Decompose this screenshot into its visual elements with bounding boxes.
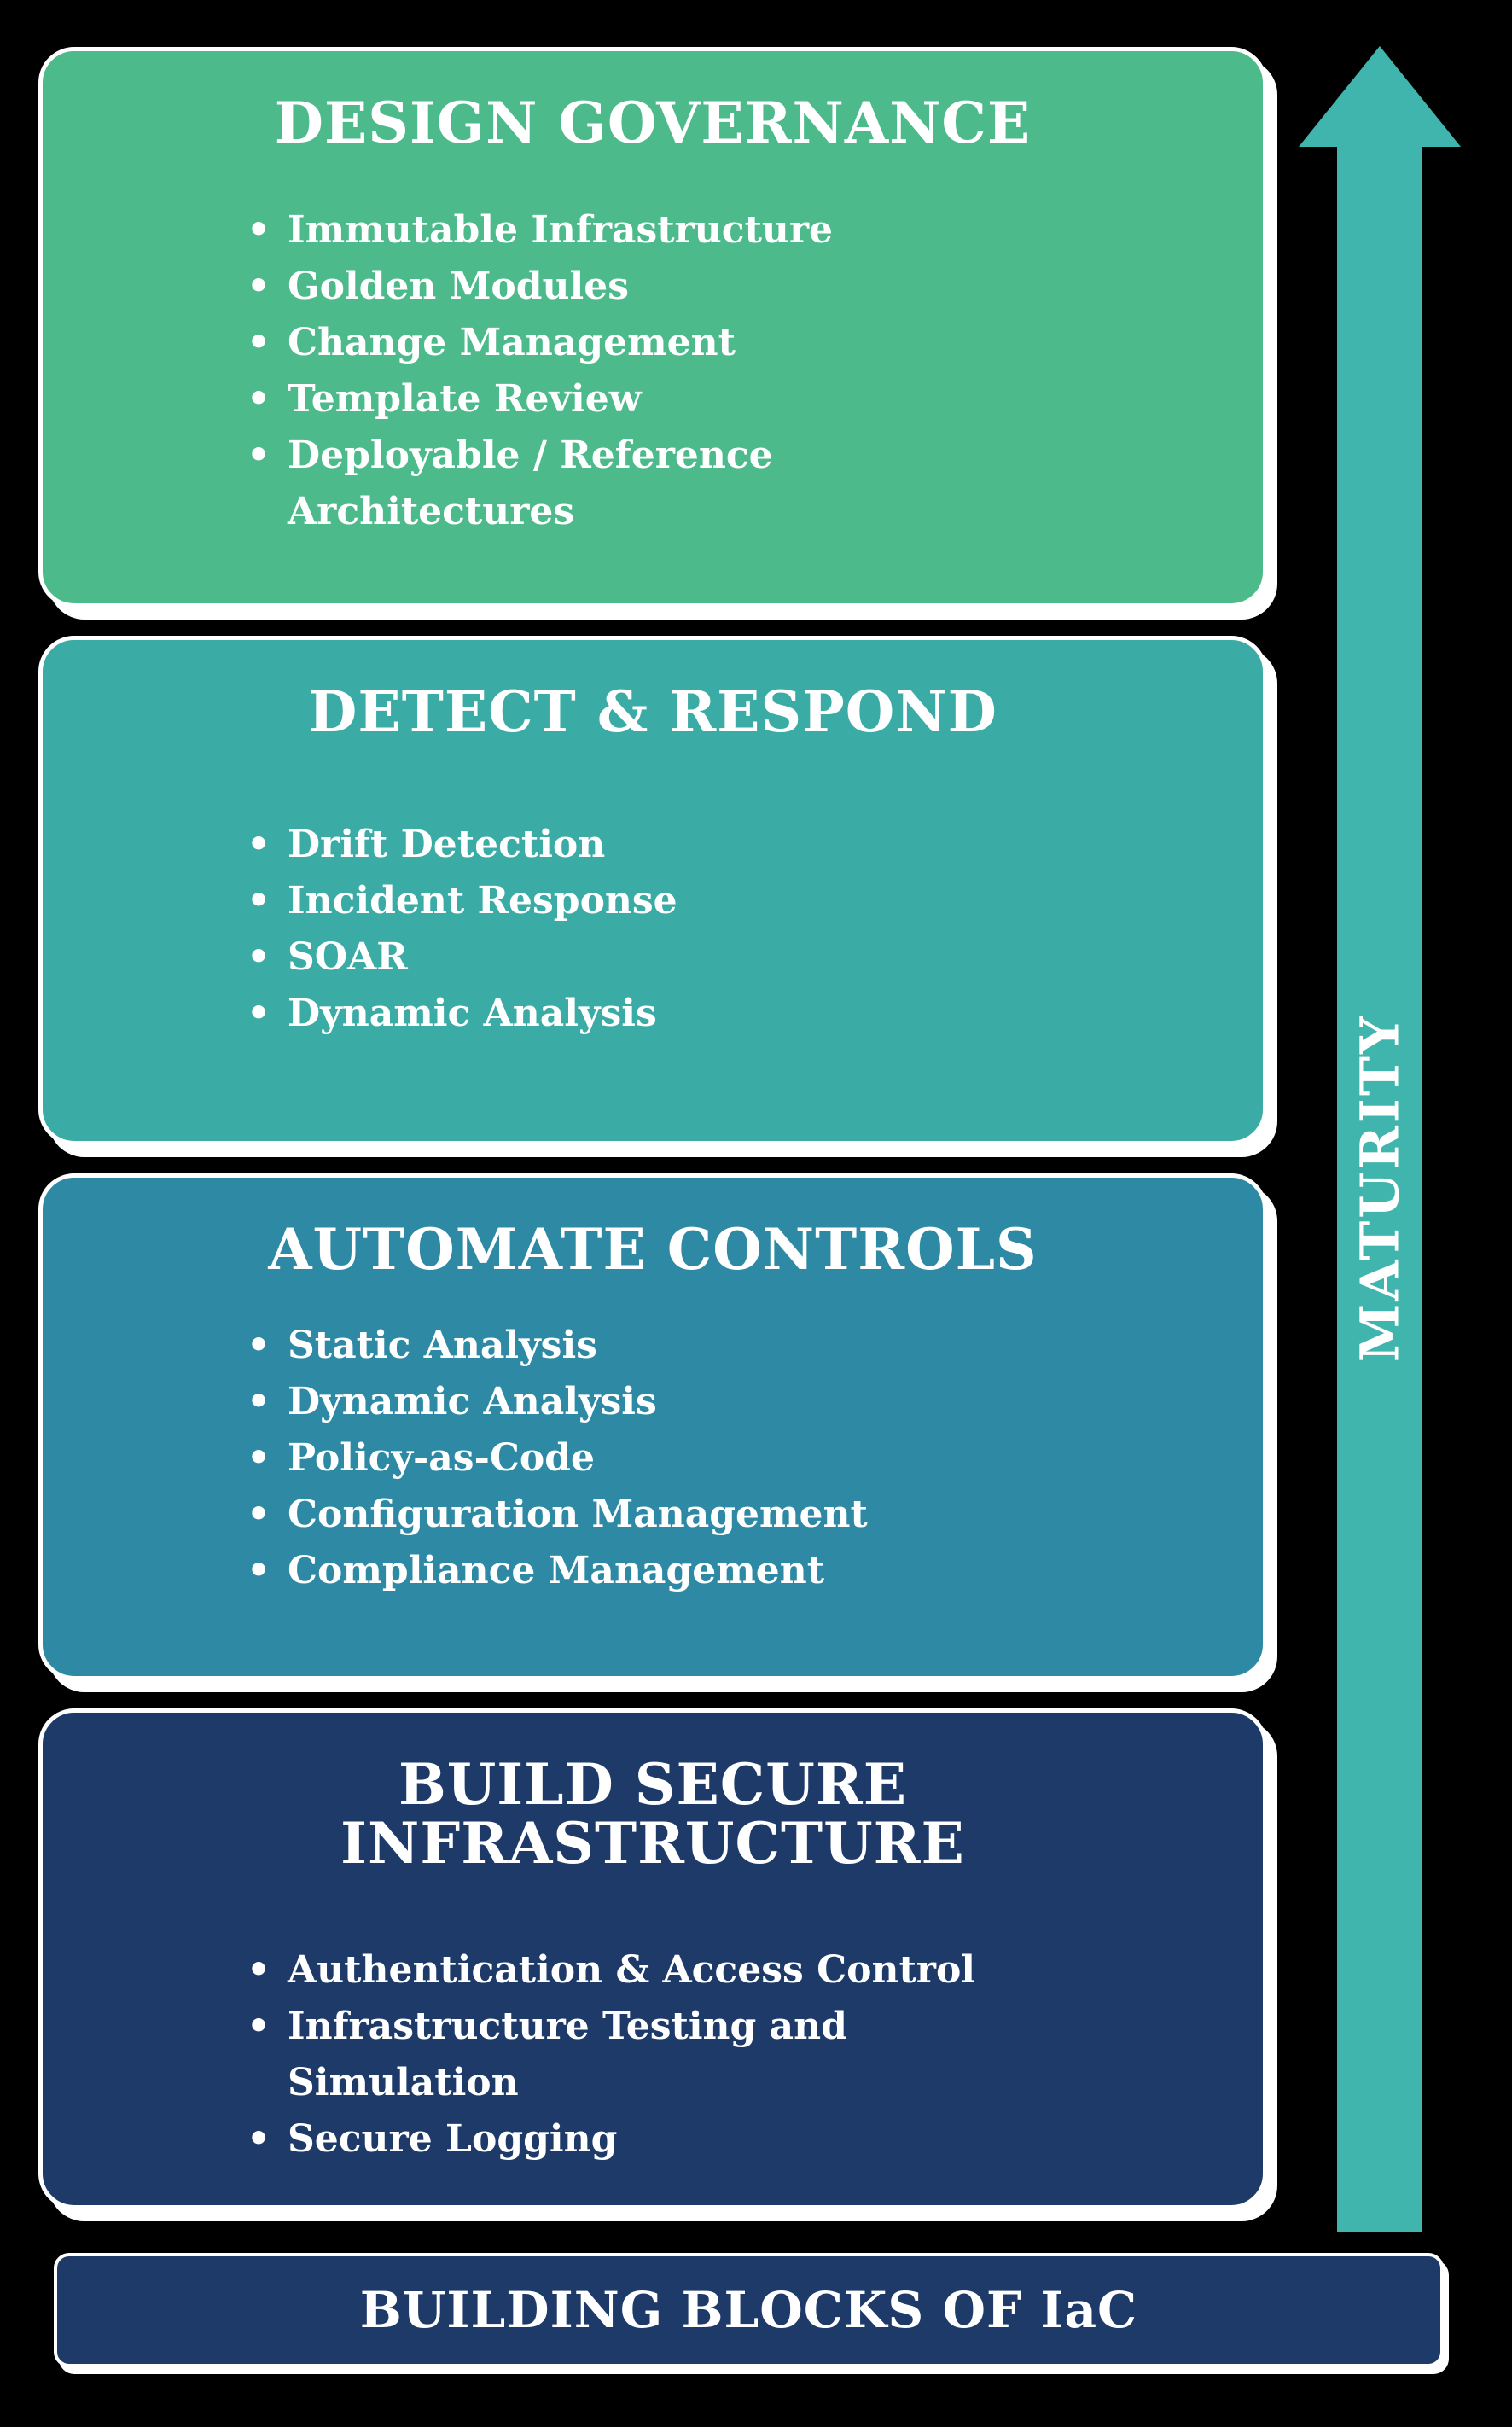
card-title-design-governance: DESIGN GOVERNANCE [274, 90, 1032, 156]
maturity-arrow-shaft: MATURITY [1337, 143, 1422, 2232]
maturity-axis-label: MATURITY [1348, 1013, 1411, 1363]
bullet-item: Configuration Management [243, 1487, 1212, 1543]
card-detect-respond: DETECT & RESPOND Drift Detection Inciden… [38, 636, 1267, 1145]
building-blocks-label: BUILDING BLOCKS OF IaC [359, 2281, 1138, 2339]
card-title-automate-controls: AUTOMATE CONTROLS [268, 1216, 1038, 1283]
card-list-automate-controls: Static Analysis Dynamic Analysis Policy-… [94, 1318, 1212, 1599]
bullet-item: Dynamic Analysis [243, 1374, 1212, 1430]
bullet-item: Authentication & Access Control [243, 1942, 1062, 1999]
maturity-cards-column: DESIGN GOVERNANCE Immutable Infrastructu… [38, 47, 1267, 2238]
bullet-item: Drift Detection [243, 817, 1212, 873]
bullet-item: Change Management [243, 315, 926, 371]
bullet-item: Deployable / Reference Architectures [243, 428, 926, 540]
bullet-item: Policy-as-Code [243, 1430, 1212, 1487]
card-list-design-governance: Immutable Infrastructure Golden Modules … [94, 202, 926, 540]
bullet-item: Compliance Management [243, 1543, 1212, 1599]
bullet-item: Incident Response [243, 873, 1212, 929]
card-list-build-secure-infrastructure: Authentication & Access Control Infrastr… [94, 1942, 1062, 2168]
bullet-item: Static Analysis [243, 1318, 1212, 1374]
bullet-item: Immutable Infrastructure [243, 202, 926, 259]
arrow-up-icon [1299, 46, 1461, 147]
bullet-item: Template Review [243, 371, 926, 428]
building-blocks-bar: BUILDING BLOCKS OF IaC [54, 2253, 1444, 2367]
card-title-detect-respond: DETECT & RESPOND [308, 678, 997, 745]
card-automate-controls: AUTOMATE CONTROLS Static Analysis Dynami… [38, 1173, 1267, 1680]
bullet-item: Golden Modules [243, 259, 926, 315]
card-build-secure-infrastructure: BUILD SECURE INFRASTRUCTURE Authenticati… [38, 1708, 1267, 2209]
card-title-build-secure-infrastructure: BUILD SECURE INFRASTRUCTURE [340, 1751, 965, 1877]
bullet-item: Infrastructure Testing and Simulation [243, 1999, 1062, 2111]
bullet-item: SOAR [243, 929, 1212, 986]
card-list-detect-respond: Drift Detection Incident Response SOAR D… [94, 817, 1212, 1042]
bullet-item: Dynamic Analysis [243, 986, 1212, 1042]
bullet-item: Secure Logging [243, 2111, 1062, 2168]
card-design-governance: DESIGN GOVERNANCE Immutable Infrastructu… [38, 47, 1267, 608]
